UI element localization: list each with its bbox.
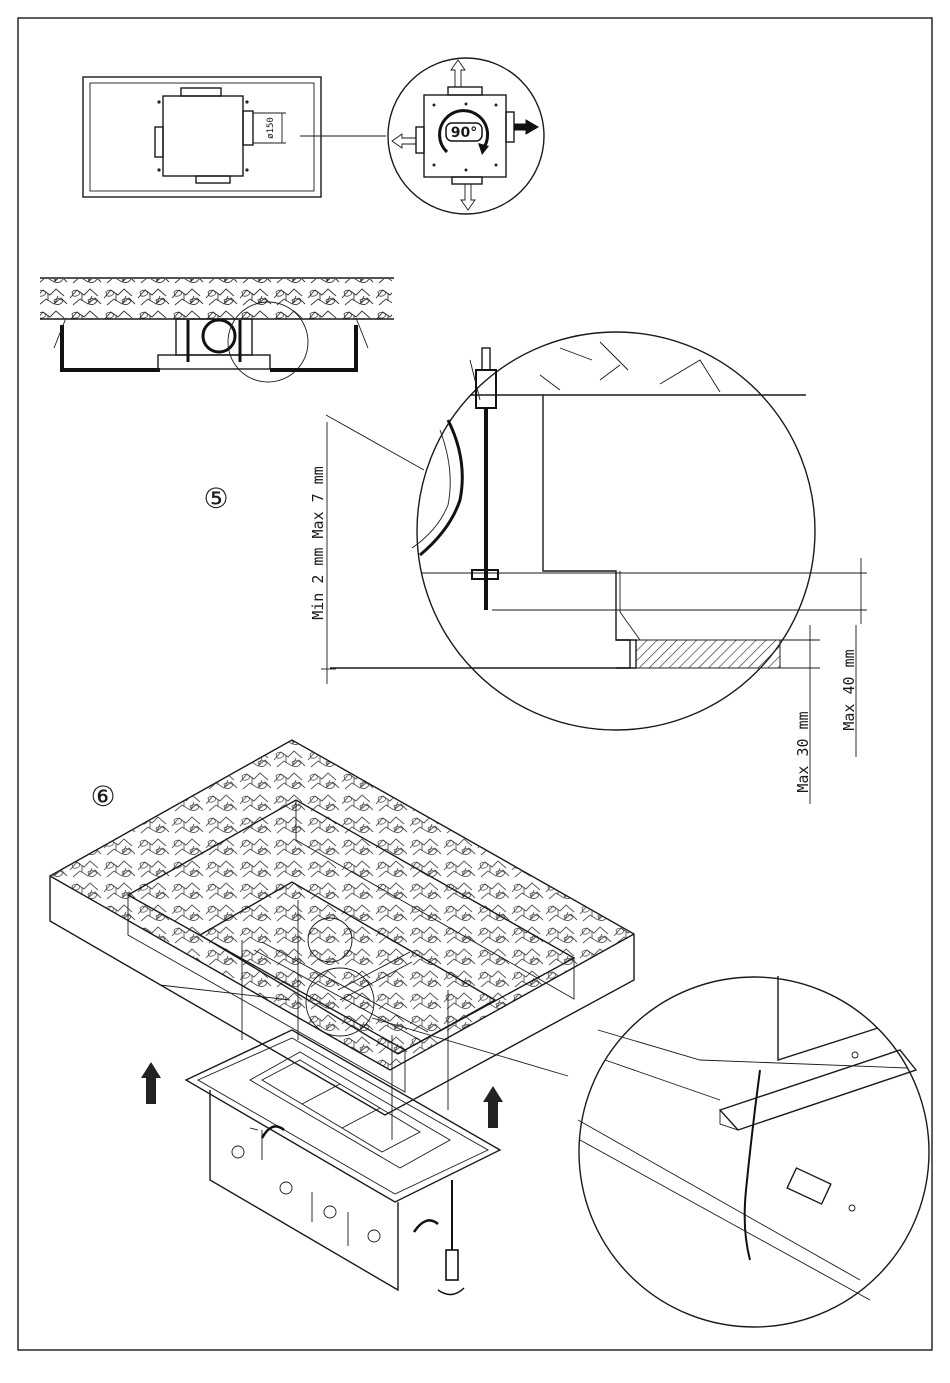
- top-view-panel: ø150: [83, 77, 386, 197]
- arrow-left-icon: [392, 134, 416, 148]
- gap-dimension-label: Min 2 mm Max 7 mm: [309, 466, 327, 620]
- turn-arrow-icon: [414, 1220, 438, 1232]
- page-frame: [18, 18, 932, 1350]
- screwdriver-icon: [446, 1250, 458, 1280]
- arrow-up-left-icon: [141, 1062, 161, 1104]
- arrow-up-right-icon: [483, 1086, 503, 1128]
- max-40-label: Max 40 mm: [840, 649, 858, 730]
- hood-frame: [141, 1030, 503, 1295]
- arrow-right-icon: [514, 120, 538, 134]
- fan-motor-icon: [203, 320, 235, 352]
- arrow-down-icon: [461, 184, 475, 210]
- duct-diameter-label: ø150: [266, 117, 276, 139]
- step-6-number: ⑥: [90, 780, 115, 813]
- turn-arrow-icon: [262, 1126, 284, 1138]
- rail-detail-circle: [578, 976, 929, 1327]
- step-5-number: ⑤: [203, 482, 228, 515]
- gap-dimension: Min 2 mm Max 7 mm: [309, 422, 336, 684]
- rotation-label: 90°: [451, 125, 477, 141]
- ceiling-section: [40, 278, 424, 470]
- rotate-screw-icon: [438, 1288, 464, 1295]
- mounting-detail-circle: [330, 332, 867, 804]
- arrow-up-icon: [451, 60, 465, 87]
- max-30-label: Max 30 mm: [794, 711, 812, 792]
- rotation-detail-circle: 90°: [388, 58, 544, 214]
- motor-housing: [163, 96, 243, 176]
